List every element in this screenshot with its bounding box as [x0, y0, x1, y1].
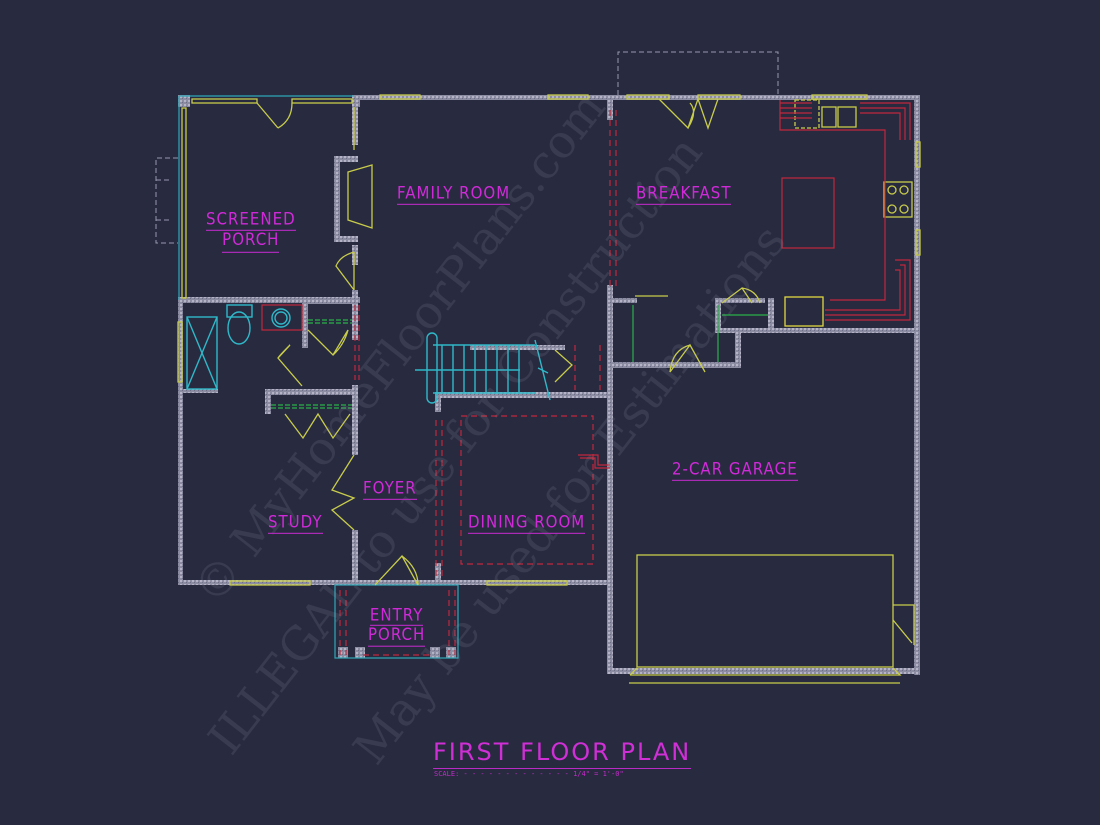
scale-value: 1/4" = 1'-0"	[573, 770, 624, 778]
room-label-screened-porch: SCREENED PORCH	[206, 209, 296, 255]
room-label-entry-porch: ENTRY PORCH	[368, 604, 426, 648]
scale-label: SCALE:	[434, 770, 460, 778]
screened-porch-line2: PORCH	[222, 230, 280, 253]
scale-leader: - - - - - - - - - - - - -	[463, 770, 569, 778]
room-label-garage: 2-CAR GARAGE	[672, 461, 798, 481]
room-label-study: STUDY	[268, 514, 323, 534]
entry-porch-line2: PORCH	[368, 625, 426, 647]
room-label-foyer: FOYER	[363, 480, 417, 500]
room-label-dining-room: DINING ROOM	[468, 514, 586, 534]
room-label-breakfast: BREAKFAST	[636, 185, 732, 205]
screened-porch-line1: SCREENED	[206, 209, 296, 232]
entry-porch-line1: ENTRY	[369, 604, 424, 627]
drawing-title: FIRST FLOOR PLAN	[433, 738, 692, 769]
room-label-family-room: FAMILY ROOM	[397, 185, 511, 205]
exterior-walls	[178, 95, 920, 675]
drawing-scale: SCALE: - - - - - - - - - - - - - 1/4" = …	[434, 770, 624, 778]
